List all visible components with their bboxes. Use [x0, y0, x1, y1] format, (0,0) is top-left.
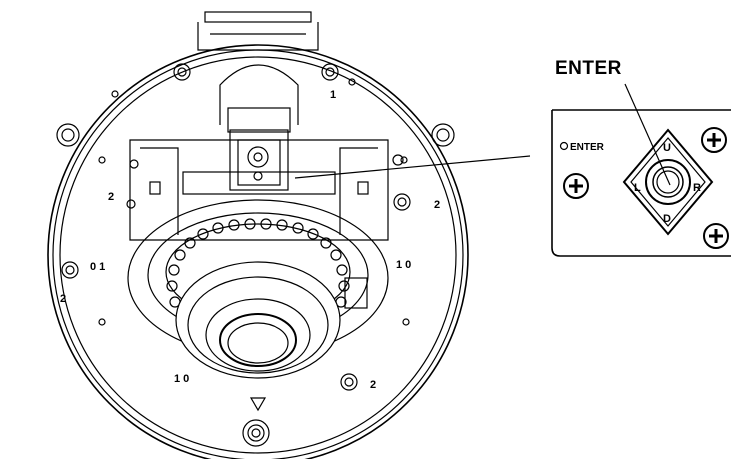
enter-callout-title: ENTER — [555, 58, 622, 79]
control-pad-callout — [551, 109, 731, 257]
pad-left-label: L — [634, 182, 641, 194]
pad-up-label: U — [663, 142, 671, 154]
mark-two-left-upper: 2 — [108, 191, 114, 203]
upper-bracket — [129, 64, 389, 241]
mark-two-left-lower: 2 — [60, 293, 66, 305]
leader-line — [294, 155, 531, 179]
mark-one-zero-right: 1 0 — [396, 259, 411, 271]
lens-module — [127, 199, 389, 379]
pad-down-label: D — [663, 213, 671, 225]
mark-zero-one-left: 0 1 — [90, 261, 105, 273]
screw-holes — [56, 63, 455, 447]
pad-right-label: R — [693, 182, 701, 194]
mark-two-bottom-right: 2 — [370, 379, 376, 391]
ir-led-ring — [166, 218, 350, 308]
mark-one-top: 1 — [330, 89, 336, 101]
mark-one-zero-bottom: 1 0 — [174, 373, 189, 385]
mark-two-right-upper: 2 — [434, 199, 440, 211]
alignment-arrow — [249, 397, 267, 412]
pad-enter-label: ENTER — [570, 142, 605, 153]
dome-base-rings — [47, 11, 469, 464]
